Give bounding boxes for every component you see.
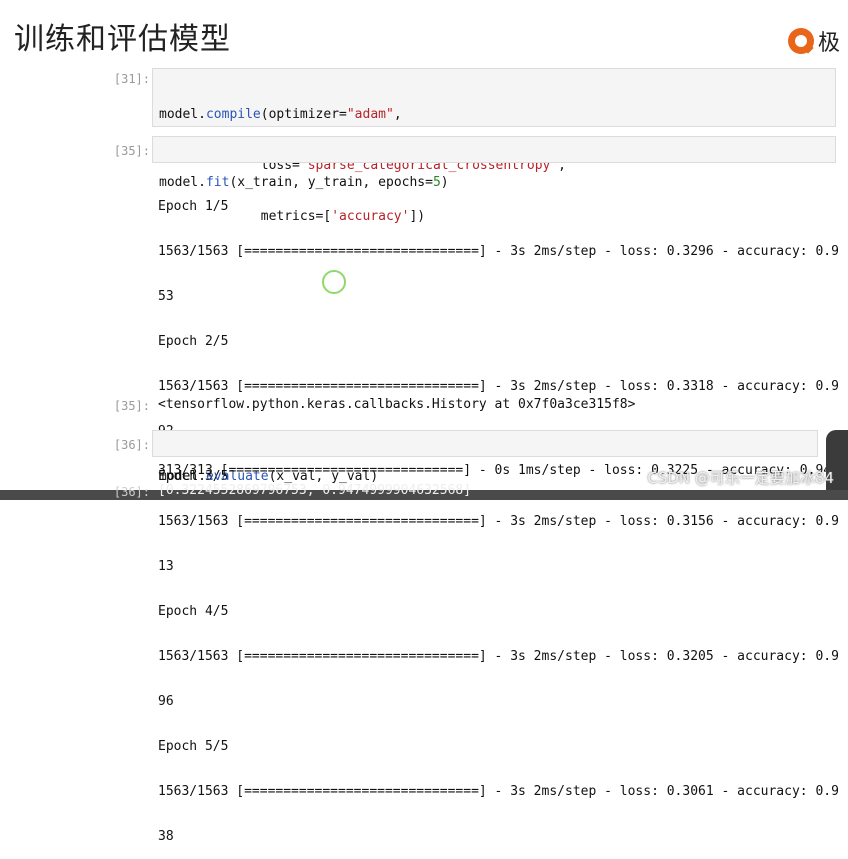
- cell-35-result-prompt: [35]:: [113, 399, 150, 413]
- cell-36-result-prompt: [36]:: [113, 485, 150, 499]
- evaluate-result: [0.3224552869796753, 0.9474999904632568]: [158, 483, 472, 498]
- fit-result: <tensorflow.python.keras.callbacks.Histo…: [158, 397, 636, 412]
- code-cell-evaluate[interactable]: model.evaluate(x_val, y_val): [152, 430, 818, 484]
- output-line: 1563/1563 [=============================…: [158, 244, 838, 259]
- brand-logo: 极: [788, 24, 840, 58]
- cell-35-prompt: [35]:: [113, 144, 150, 158]
- output-line: Epoch 5/5: [158, 739, 229, 754]
- output-line: 53: [158, 289, 174, 304]
- bottom-bar: [0, 490, 848, 500]
- output-line: 13: [158, 559, 174, 574]
- cursor-highlight: [322, 270, 346, 294]
- output-line: 38: [158, 829, 174, 844]
- code-cell-fit[interactable]: model.fit(x_train, y_train, epochs=5): [152, 136, 836, 190]
- output-line: 1563/1563 [=============================…: [158, 649, 838, 664]
- fit-output: Epoch 1/5 1563/1563 [===================…: [158, 169, 838, 859]
- output-line: 1563/1563 [=============================…: [158, 784, 838, 799]
- logo-text: 极: [818, 31, 841, 56]
- logo-icon: [788, 28, 814, 54]
- output-line: Epoch 4/5: [158, 604, 229, 619]
- cell-31-prompt: [31]:: [113, 72, 150, 86]
- output-line: Epoch 3/5: [158, 469, 229, 484]
- cell-36-prompt: [36]:: [113, 438, 150, 452]
- section-title: 训练和评估模型: [14, 22, 231, 57]
- output-line: 1563/1563 [=============================…: [158, 379, 838, 394]
- output-line: Epoch 2/5: [158, 334, 229, 349]
- output-line: 1563/1563 [=============================…: [158, 514, 838, 529]
- output-line: 96: [158, 694, 174, 709]
- evaluate-output: 313/313 [==============================]…: [158, 463, 839, 478]
- code-cell-compile[interactable]: model.compile(optimizer="adam", loss='sp…: [152, 68, 836, 224]
- presenter-overlay: [826, 430, 848, 500]
- watermark: CSDN @可乐一定要加冰84: [647, 469, 834, 487]
- output-line: Epoch 1/5: [158, 199, 229, 214]
